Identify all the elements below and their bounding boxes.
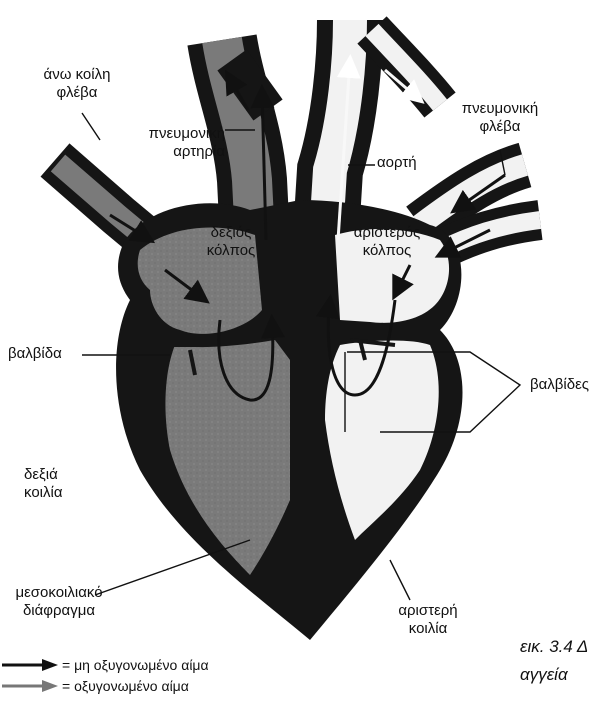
label-line: άνω κοίλη [32, 66, 122, 84]
label-line: βαλβίδα [8, 345, 62, 363]
caption-line: εικ. 3.4 Δ [520, 636, 588, 658]
legend-text: = μη οξυγονωμένο αίμα [62, 657, 209, 673]
label-line: δεξιός [196, 224, 266, 242]
label-superior-vena-cava: άνω κοίλη φλέβα [32, 66, 122, 102]
label-line: κοιλία [24, 484, 63, 502]
label-line: αριστερή [388, 602, 468, 620]
figure-caption: εικ. 3.4 Δ αγγεία [520, 636, 588, 686]
label-line: αορτή [377, 154, 417, 172]
label-line: πνευμονική [125, 125, 225, 143]
label-line: πνευμονική [452, 100, 548, 118]
label-line: φλέβα [452, 118, 548, 136]
legend-text: = οξυγονωμένο αίμα [62, 678, 189, 694]
label-right-ventricle: δεξιά κοιλία [24, 466, 63, 502]
label-left-ventricle: αριστερή κοιλία [388, 602, 468, 638]
label-line: φλέβα [32, 84, 122, 102]
label-line: αριστερός [342, 224, 432, 242]
legend-oxygenated: = οξυγονωμένο αίμα [2, 677, 189, 695]
label-aorta: αορτή [377, 154, 417, 172]
label-line: κόλπος [196, 242, 266, 260]
label-line: μεσοκοιλιακό [4, 584, 114, 602]
label-left-atrium: αριστερός κόλπος [342, 224, 432, 260]
grey-arrow-icon [2, 680, 58, 692]
label-line: κοιλία [388, 620, 468, 638]
black-arrow-icon [2, 659, 58, 671]
label-valves: βαλβίδες [530, 376, 589, 394]
label-right-atrium: δεξιός κόλπος [196, 224, 266, 260]
label-pulmonary-artery: πνευμονική αρτηρία [125, 125, 225, 161]
label-line: δεξιά [24, 466, 63, 484]
label-septum: μεσοκοιλιακό διάφραγμα [4, 584, 114, 620]
caption-line: αγγεία [520, 664, 588, 686]
label-line: βαλβίδες [530, 376, 589, 394]
label-line: αρτηρία [125, 143, 225, 161]
label-pulmonary-vein: πνευμονική φλέβα [452, 100, 548, 136]
label-line: κόλπος [342, 242, 432, 260]
label-valve: βαλβίδα [8, 345, 62, 363]
legend-deoxygenated: = μη οξυγονωμένο αίμα [2, 656, 209, 674]
label-line: διάφραγμα [4, 602, 114, 620]
